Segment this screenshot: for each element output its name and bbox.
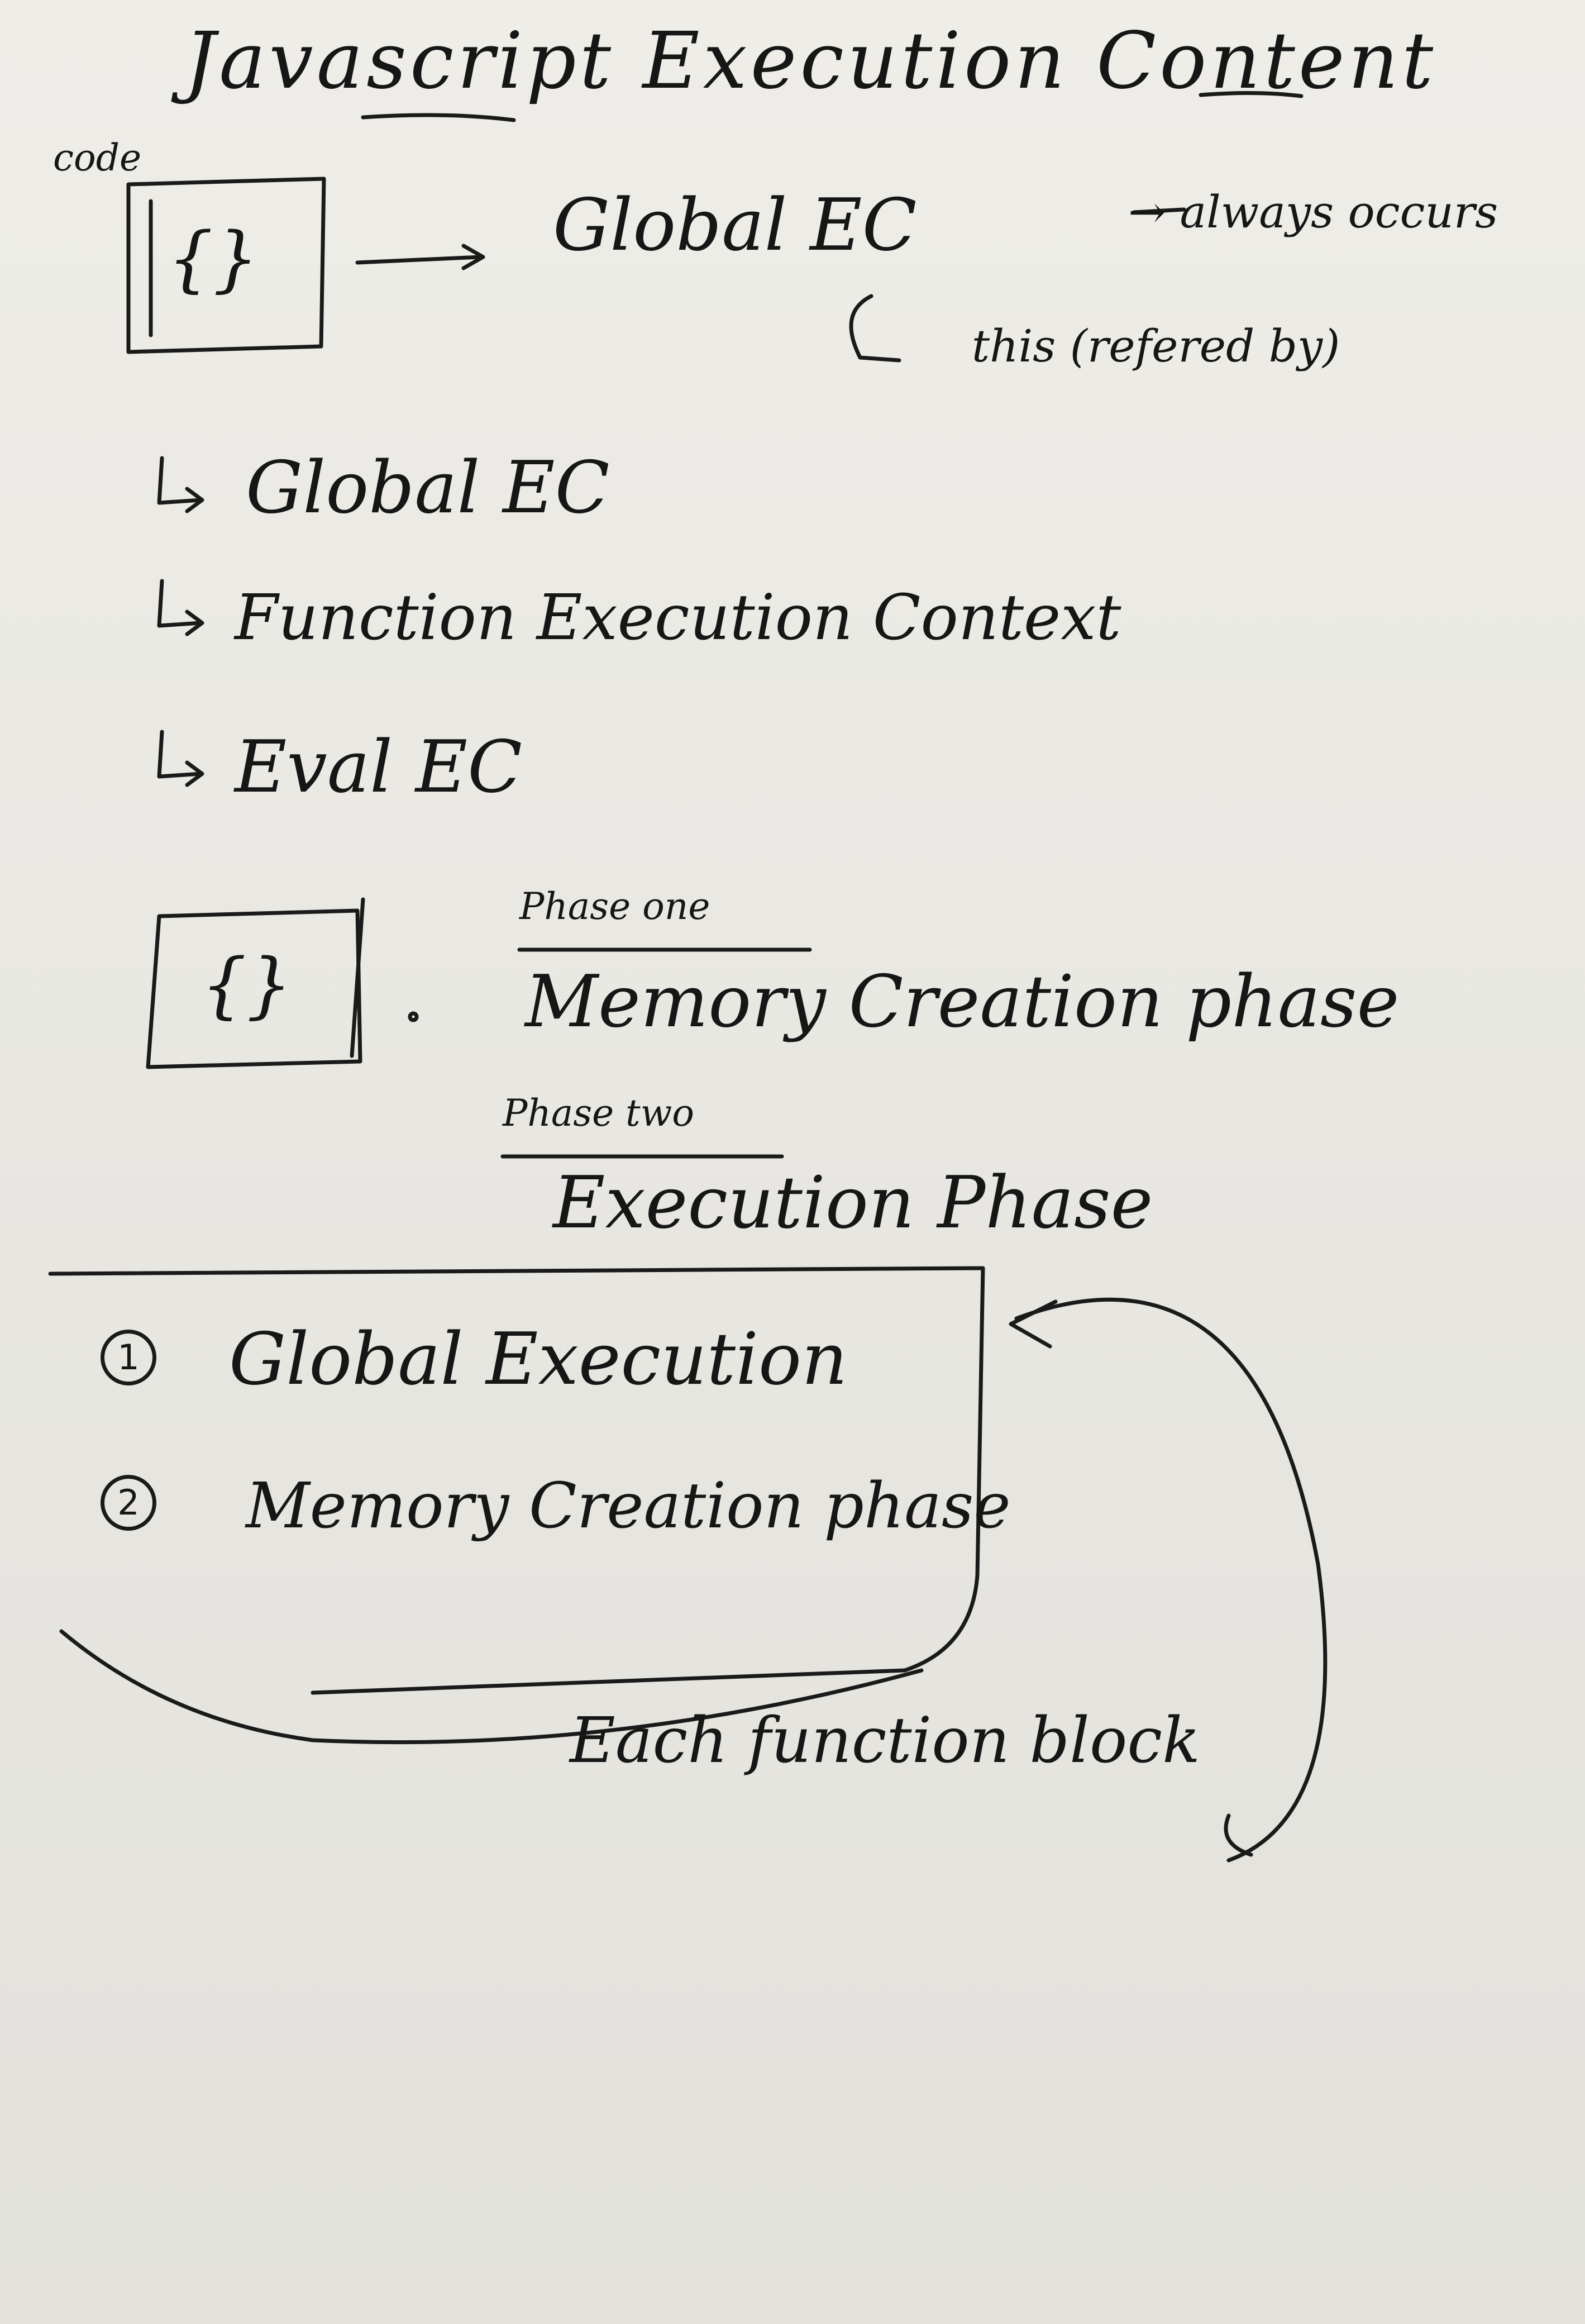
code-box-2-divider <box>350 897 365 1058</box>
type-eval-ec: Eval EC <box>235 726 523 809</box>
each-function-note: Each function block <box>570 1704 1200 1777</box>
code-label: code <box>53 136 142 179</box>
dot <box>408 1011 419 1022</box>
type-global-ec: Global EC <box>246 446 610 530</box>
step-2-number: 2 <box>101 1475 156 1531</box>
phase-one-label: Phase one <box>519 885 710 928</box>
step-2-text: Memory Creation phase <box>246 1470 1011 1542</box>
code-braces-2: {} <box>201 944 292 1027</box>
phase-one-text: Memory Creation phase <box>525 960 1400 1044</box>
l-arrow-1 <box>157 456 203 505</box>
always-occurs-note: → always occurs <box>1128 186 1498 238</box>
l-arrow-2-head <box>185 609 204 636</box>
l-arrow-1-head <box>185 487 204 513</box>
curved-arrow-head <box>1009 1299 1058 1349</box>
arrow-always <box>1132 207 1186 215</box>
title-underline-2 <box>1199 91 1304 98</box>
phase-two-text: Execution Phase <box>553 1161 1153 1245</box>
type-function-ec: Function Execution Context <box>235 582 1121 654</box>
l-arrow-3 <box>157 730 203 779</box>
bottom-hook <box>1224 1813 1253 1857</box>
this-refered-note: this (refered by) <box>972 320 1340 372</box>
arrow-to-global-head <box>461 244 485 270</box>
l-arrow-3-head <box>185 760 204 787</box>
arrow-to-global <box>355 255 483 265</box>
hook-this <box>849 294 901 363</box>
step-1-text: Global Execution <box>229 1318 848 1401</box>
steps-box <box>48 1266 985 1695</box>
code-box-2 <box>146 908 362 1069</box>
page-title: Javascript Execution Content <box>184 16 1437 107</box>
code-braces-1: {} <box>168 217 259 301</box>
global-ec-label: Global EC <box>553 184 917 267</box>
steps-box-swoosh <box>59 1629 924 1745</box>
l-arrow-2 <box>157 579 203 628</box>
step-1-number: 1 <box>101 1330 156 1385</box>
phase-two-label: Phase two <box>503 1092 694 1135</box>
code-box-1 <box>126 177 326 354</box>
title-underline <box>361 113 516 122</box>
curved-arrow <box>1014 1297 1328 1863</box>
